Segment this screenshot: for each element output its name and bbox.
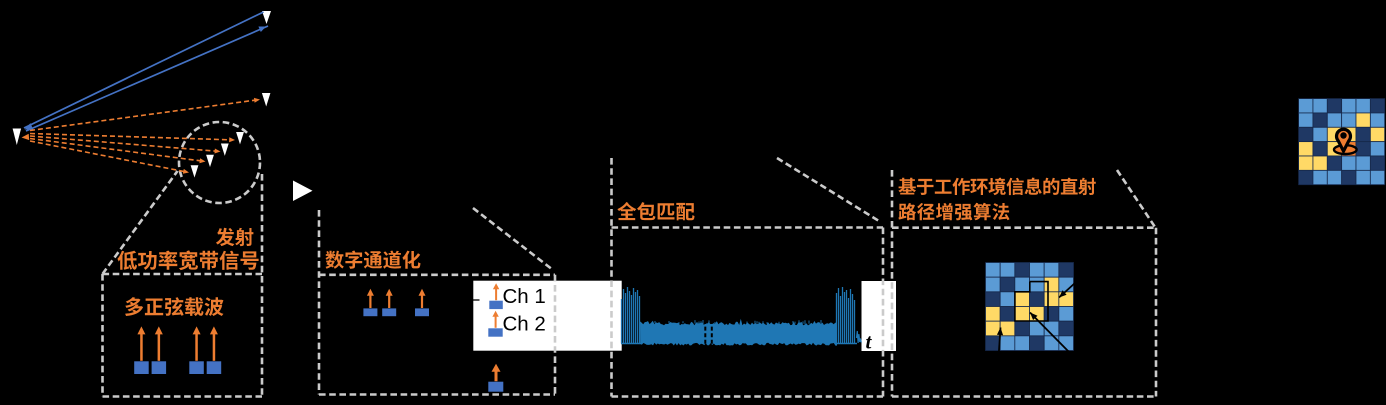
svg-text:Ch 2: Ch 2	[503, 312, 546, 335]
svg-text:Ch 1: Ch 1	[503, 285, 546, 308]
svg-text:t: t	[866, 330, 873, 354]
